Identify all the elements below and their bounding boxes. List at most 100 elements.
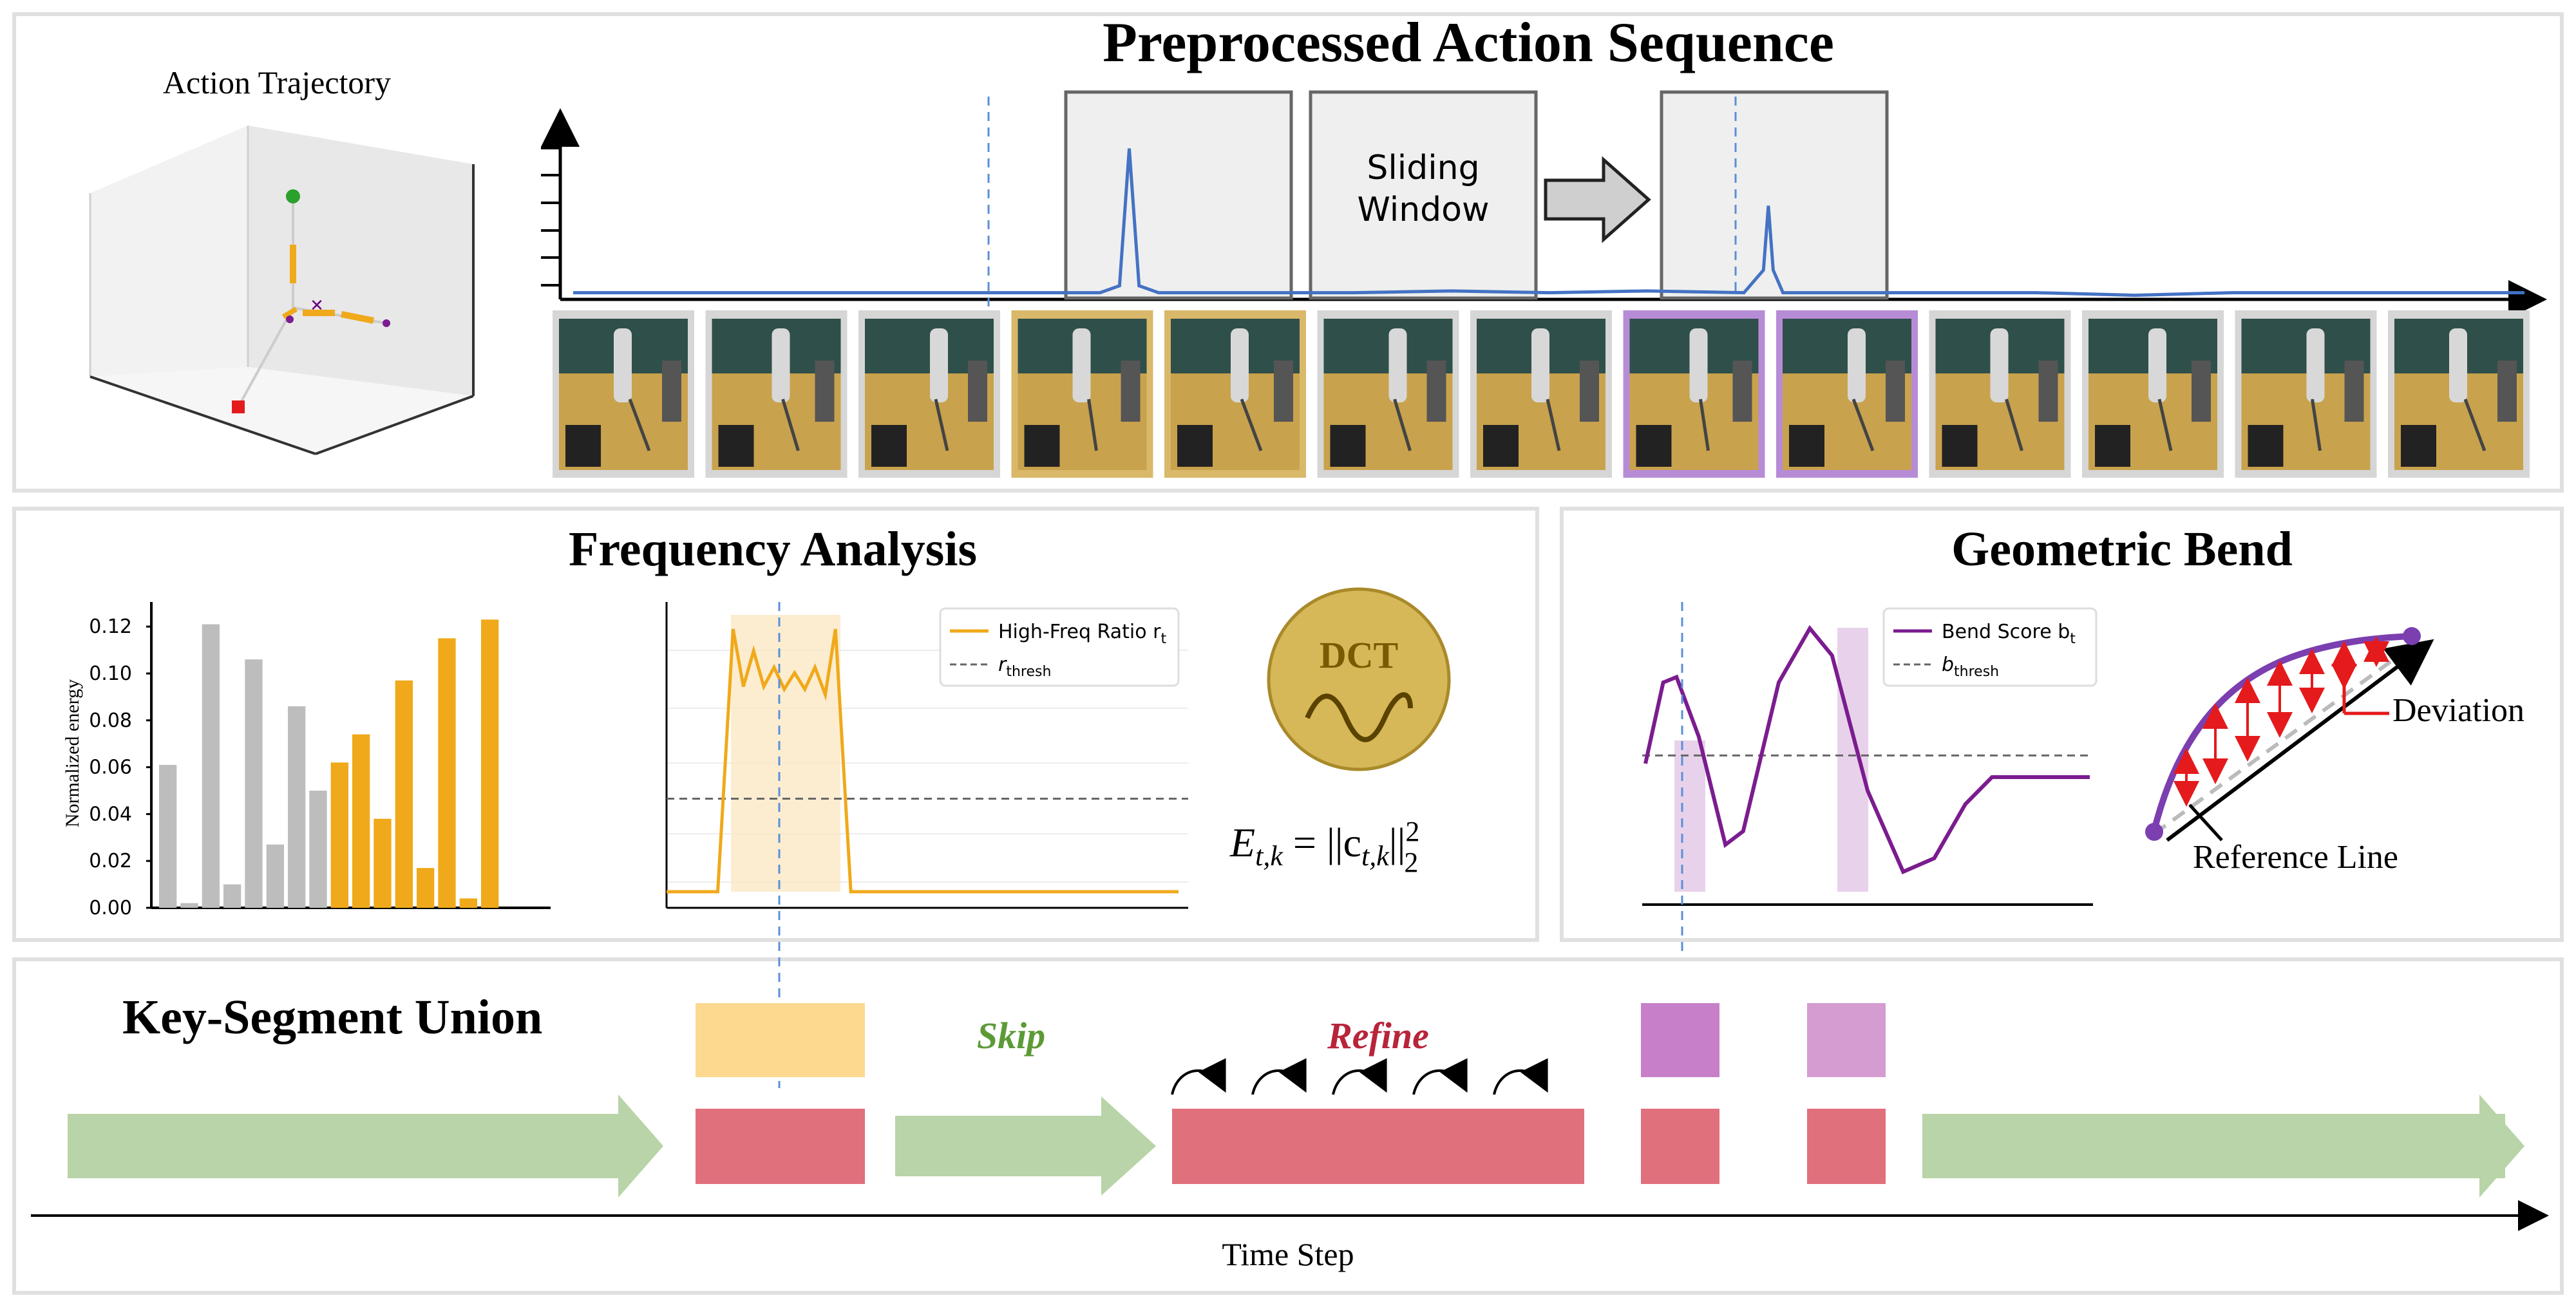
action-trajectory-plot: Action Trajectory ✕ <box>89 64 475 455</box>
frame-thumbnail <box>1470 310 1612 478</box>
panel-title-key-segment: Key-Segment Union <box>122 990 542 1044</box>
bend-region-1 <box>1674 740 1705 892</box>
bar-ytick-label: 0.02 <box>89 850 132 872</box>
panel-preprocessed: Preprocessed Action Sequence Action Traj… <box>12 12 2564 493</box>
bend-legend-thresh-sub: thresh <box>1954 664 1999 680</box>
bend-curve <box>1643 625 2090 874</box>
panel-title-frequency: Frequency Analysis <box>569 522 977 576</box>
deviation-arrows <box>2174 636 2389 807</box>
start-point <box>286 189 300 203</box>
signal-plot: Sliding Window <box>541 90 2547 319</box>
purple-key-block-1 <box>1641 1003 1719 1077</box>
refine-block-4 <box>1807 1109 1886 1184</box>
panel-title-preprocessed: Preprocessed Action Sequence <box>1103 12 1834 74</box>
energy-bar <box>438 638 456 908</box>
ratio-curve <box>667 628 1179 894</box>
end-point <box>232 400 245 413</box>
bar-ytick-label: 0.00 <box>89 897 132 919</box>
frame-thumbnail <box>1929 310 2071 478</box>
skip-label: Skip <box>977 1015 1045 1057</box>
energy-bar <box>180 903 198 908</box>
energy-bar <box>266 844 284 908</box>
dct-badge: DCT <box>1267 587 1451 771</box>
deviation-diagram: Deviation Reference Line <box>2145 627 2524 876</box>
energy-bar <box>374 818 392 908</box>
frame-thumbnail <box>2082 310 2224 478</box>
svg-text:rthresh: rthresh <box>998 654 1051 680</box>
ratio-legend: High-Freq Ratio rt rthresh <box>939 607 1180 687</box>
dct-label: DCT <box>1320 634 1398 676</box>
svg-text:High-Freq Ratio rt: High-Freq Ratio rt <box>998 621 1166 647</box>
refine-block-3 <box>1641 1109 1719 1184</box>
signal-ticks <box>541 147 560 287</box>
high-freq-ratio-chart: High-Freq Ratio rt rthresh <box>665 602 1188 909</box>
energy-bar <box>352 734 370 908</box>
panel-frequency: Frequency Analysis Normalized energy 0.0… <box>12 507 1539 942</box>
ratio-legend-thresh-sub: thresh <box>1006 664 1051 680</box>
frame-thumbnail <box>2388 310 2530 478</box>
energy-bar <box>159 765 177 908</box>
gold-key-block <box>696 1003 865 1077</box>
ratio-legend-series: High-Freq Ratio r <box>998 621 1161 643</box>
frame-thumbnail <box>1623 310 1765 478</box>
energy-bar <box>223 884 242 908</box>
energy-bar <box>395 680 413 908</box>
window-box-2 <box>1309 90 1538 300</box>
frame-thumbnail <box>1776 310 1918 478</box>
svg-text:Bend Score bt: Bend Score bt <box>1942 621 2076 647</box>
sliding-window-label-1: Sliding <box>1367 149 1479 187</box>
bend-legend-thresh: b <box>1942 654 1954 676</box>
skip-arrow-1 <box>68 1095 663 1198</box>
reference-line-label: Reference Line <box>2193 839 2398 876</box>
deviation-label: Deviation <box>2392 692 2524 729</box>
refine-block-2 <box>1172 1109 1584 1184</box>
energy-bar <box>330 762 348 908</box>
high-freq-region <box>731 615 840 892</box>
frame-thumbnail <box>1317 310 1459 478</box>
window-box-1 <box>1064 90 1293 300</box>
panel-title-geometric: Geometric Bend <box>1951 522 2293 576</box>
svg-text:✕: ✕ <box>310 296 324 315</box>
svg-text:bthresh: bthresh <box>1942 654 1999 680</box>
bend-score-chart: Bend Score bt bthresh <box>1642 602 2098 1236</box>
bar-chart-ylabel: Normalized energy <box>62 679 83 827</box>
energy-bar <box>309 791 327 908</box>
energy-bar <box>417 868 435 908</box>
bar-ytick-label: 0.06 <box>89 757 132 779</box>
ratio-legend-series-sub: t <box>1160 631 1166 647</box>
skip-arrow-3 <box>1922 1095 2524 1198</box>
bar-ytick-label: 0.12 <box>89 616 132 638</box>
sliding-window-label-2: Window <box>1357 191 1489 229</box>
bend-legend: Bend Score bt bthresh <box>1882 607 2098 687</box>
time-axis-label: Time Step <box>1222 1236 1354 1272</box>
frame-strip <box>553 310 2530 478</box>
frame-thumbnail <box>705 310 848 478</box>
bar-ytick-label: 0.10 <box>89 663 132 685</box>
sliding-direction-arrow <box>1544 156 1651 243</box>
refine-step-arrows <box>1171 1058 1548 1095</box>
action-signal-line <box>573 148 2524 297</box>
trajectory-title: Action Trajectory <box>163 64 391 100</box>
energy-bar <box>459 898 477 908</box>
bend-legend-series: Bend Score b <box>1942 621 2070 643</box>
bend-region-2 <box>1837 628 1868 892</box>
frame-thumbnail <box>2235 310 2377 478</box>
bar-ytick-label: 0.04 <box>89 803 132 825</box>
bar-ytick-label: 0.08 <box>89 710 132 732</box>
ratio-legend-thresh: r <box>998 654 1007 676</box>
energy-bar-chart: Normalized energy 0.00 0.02 0.04 0.06 0.08 0.… <box>62 602 551 919</box>
bend-legend-series-sub: t <box>2070 631 2076 647</box>
energy-bar <box>202 624 220 908</box>
frame-thumbnail <box>553 310 694 478</box>
panel-key-segment: Key-Segment Union Skip Refine Time Step <box>12 602 2564 1295</box>
purple-key-block-2 <box>1807 1003 1886 1077</box>
frame-thumbnail <box>1164 310 1306 478</box>
panel-geometric: Geometric Bend Bend Score bt bthresh <box>1560 507 2564 1236</box>
frame-thumbnail <box>858 310 1000 478</box>
energy-bar <box>245 659 263 908</box>
skip-arrow-2 <box>895 1096 1156 1196</box>
energy-bar <box>481 619 499 908</box>
energy-bar <box>288 706 306 908</box>
